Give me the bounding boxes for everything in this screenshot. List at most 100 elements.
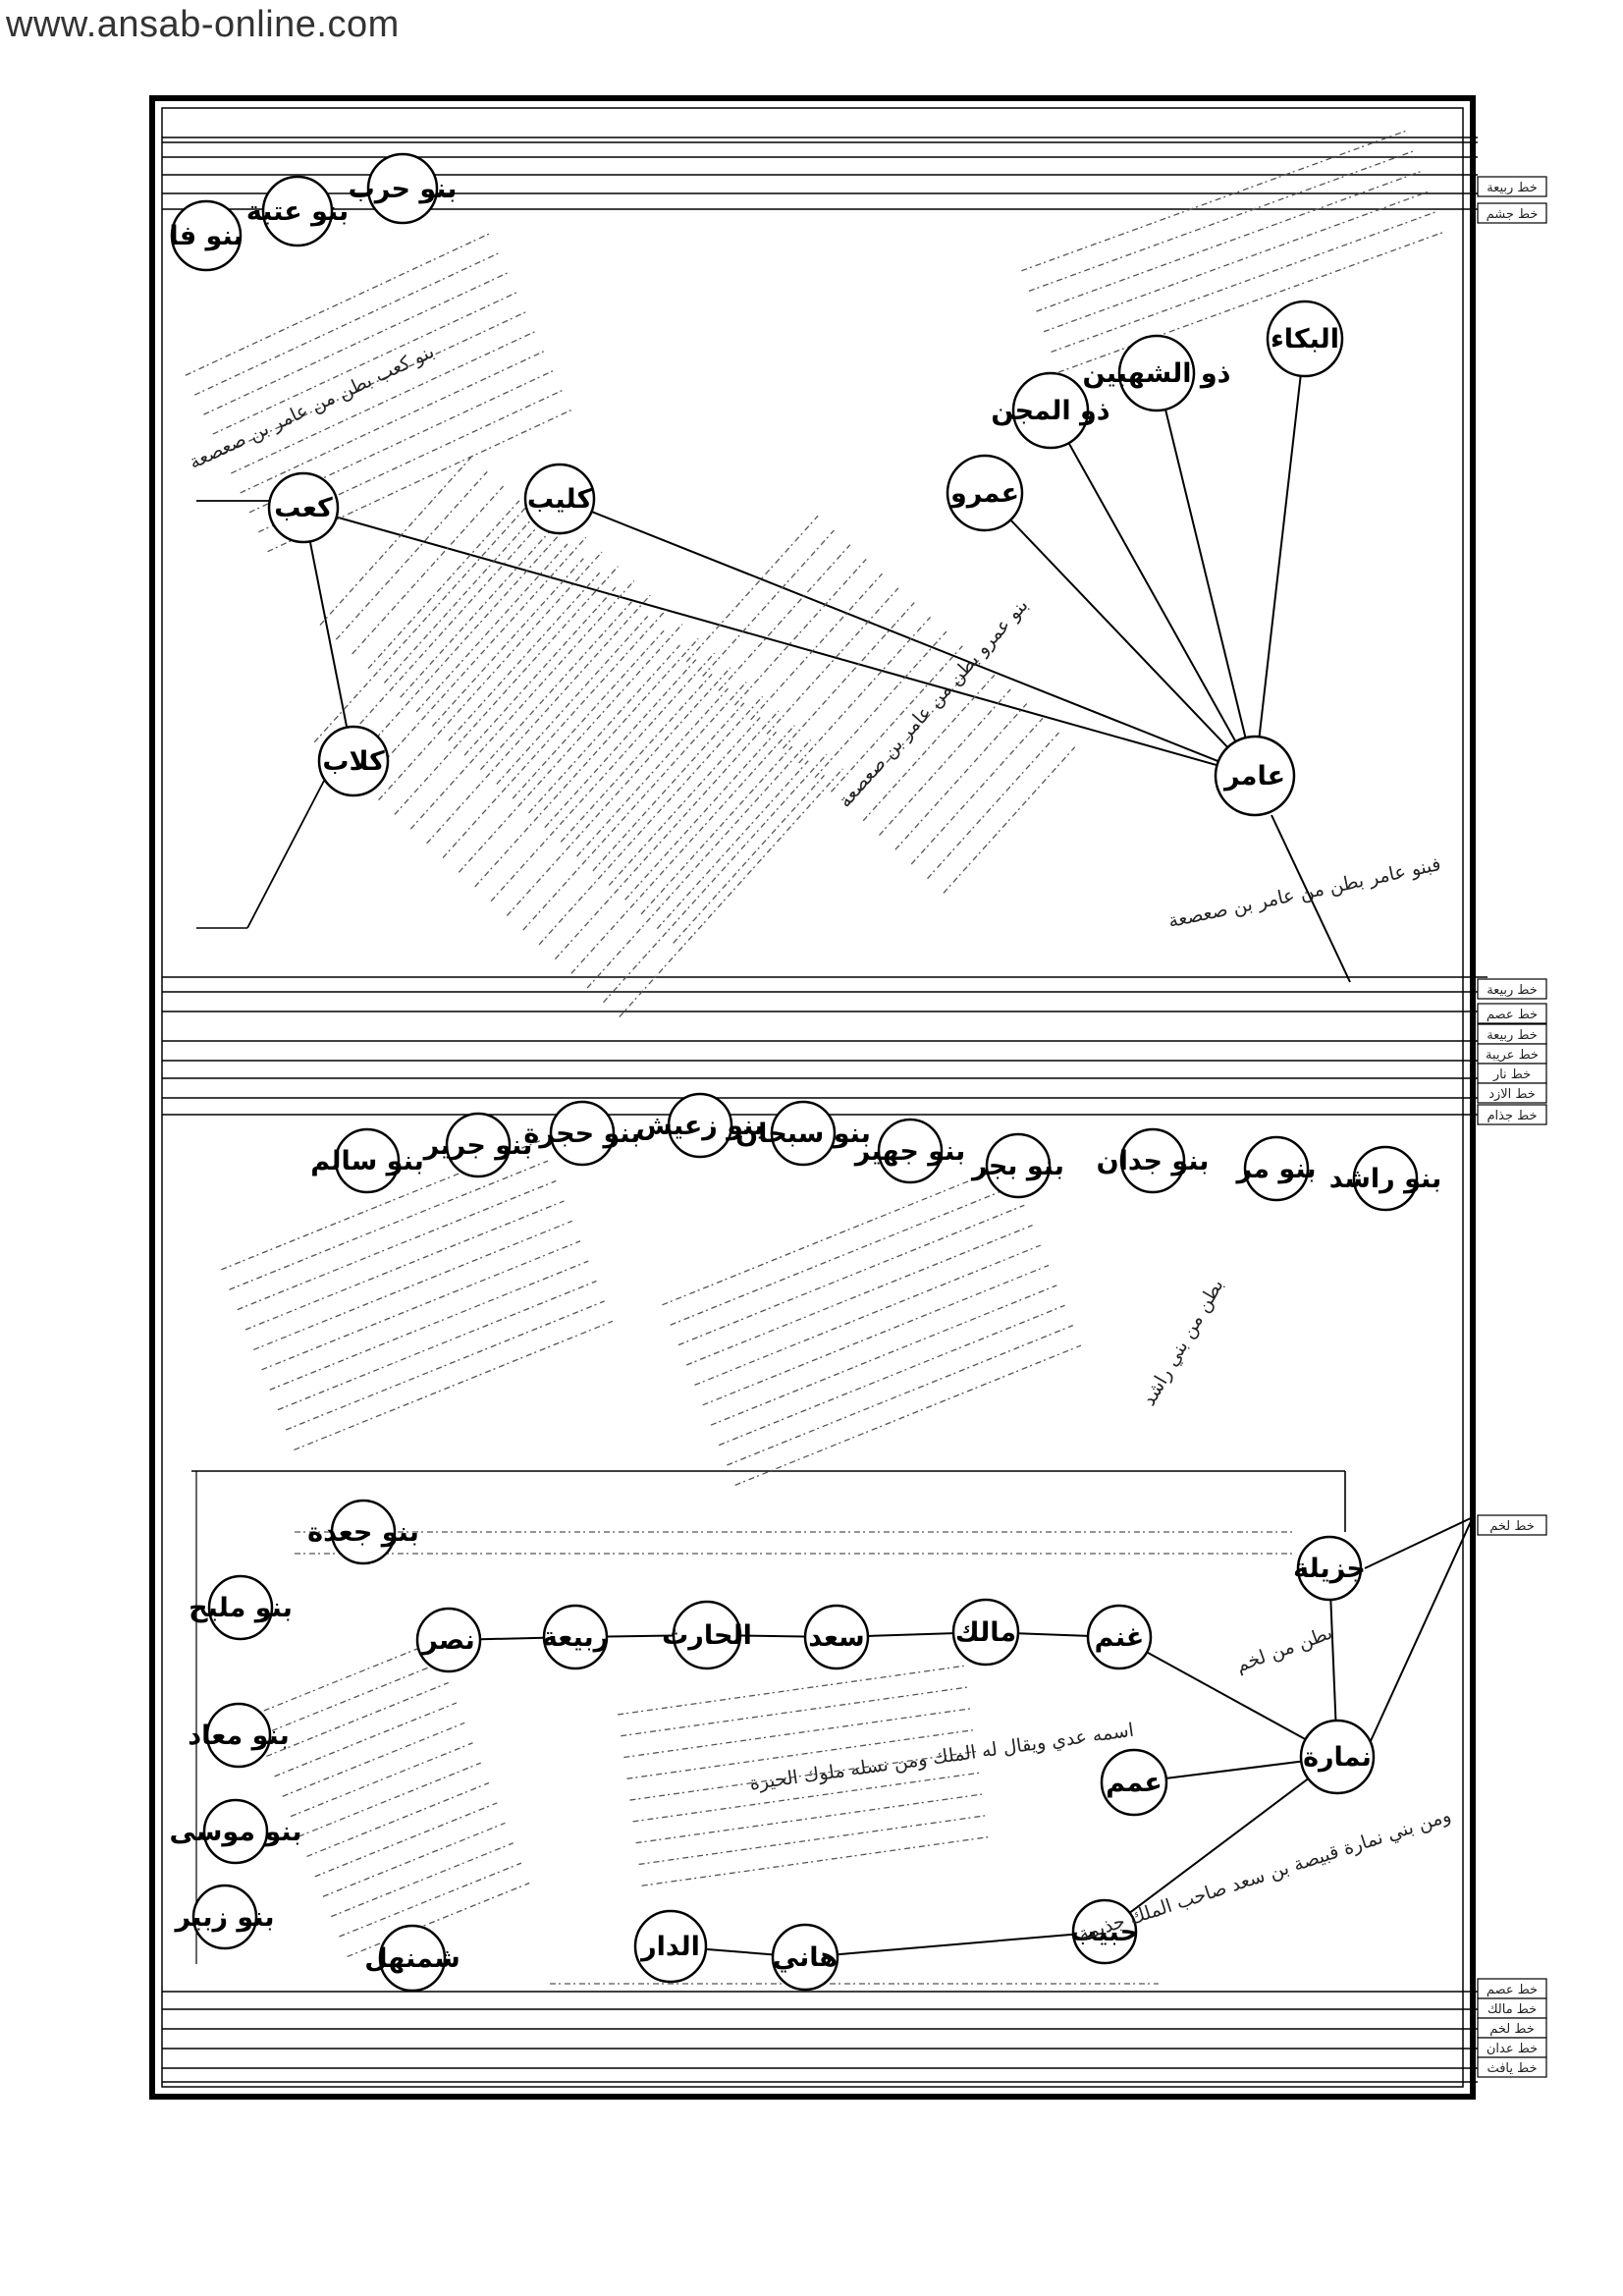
node-dhu-alshahbin: ذو الشهبين [1082, 334, 1231, 412]
side-label: خط عريبة [1486, 1048, 1539, 1063]
node-kaab: كعب [267, 471, 340, 544]
side-tab [1477, 1082, 1547, 1104]
side-label: خط ربيعة [1487, 181, 1538, 195]
node-circle [946, 454, 1024, 532]
note-amm-note: اسمه عدي ويقال له الملك ومن نسله ملوك ال… [748, 1720, 1135, 1795]
node-amir: عامر [1214, 735, 1296, 817]
node-circle [985, 1132, 1052, 1199]
node-label: الحارث [662, 1620, 752, 1651]
node-label: بنو فا [169, 221, 243, 251]
edge-amir-trunk [1271, 814, 1351, 983]
node-label: البكاء [1271, 324, 1339, 355]
side-label: خط الازد [1488, 1087, 1536, 1102]
edge-dhu-alshahbin-amir [1164, 409, 1247, 738]
node-al-bakka: البكاء [1266, 300, 1344, 378]
side-label: خط جشم [1487, 207, 1539, 222]
node-banu-muad: بنو معاد [188, 1702, 290, 1769]
node-hani: هاني [771, 1923, 839, 1992]
node-label: بنو عتبة [246, 196, 349, 227]
node-banu-utba: بنو عتبة [246, 175, 349, 247]
node-circle [1100, 1748, 1168, 1817]
side-tab [1477, 978, 1547, 1000]
node-label: بنو معاد [188, 1721, 289, 1751]
node-banu-juhayr: بنو جهير [853, 1118, 965, 1184]
edge-kilab-kaab [308, 541, 349, 728]
node-shamanhal: شمنهل [364, 1924, 460, 1993]
node-circle [205, 1702, 272, 1769]
node-label: نمارة [1303, 1742, 1372, 1773]
node-banu-musa: بنو موسى [170, 1798, 302, 1865]
node-label: الدار [639, 1932, 700, 1962]
edge-ghanm-malik [1017, 1632, 1089, 1637]
node-label: بنو زعيش [636, 1111, 765, 1141]
edge-juzayla-trunk [1364, 1516, 1474, 1569]
node-label: بنو زبير [174, 1902, 275, 1933]
node-circle [202, 1798, 269, 1865]
node-banu-jadan: بنو جدان [1097, 1127, 1210, 1194]
node-circle [330, 1499, 397, 1565]
node-banu-subhan: بنو سبحان [735, 1100, 871, 1167]
edge-amr-amir [1009, 519, 1229, 748]
node-circle [1296, 1535, 1363, 1602]
edge-al-harith-rabia [606, 1634, 675, 1638]
edge-amm-numara [1165, 1760, 1302, 1779]
node-circle [771, 1923, 839, 1992]
node-circle [803, 1604, 870, 1670]
node-label: بنو حجرة [523, 1119, 640, 1149]
node-circle [542, 1604, 609, 1670]
node-circle [378, 1924, 447, 1993]
node-banu-jarir: بنو جرير [422, 1112, 532, 1178]
node-label: بنو موسى [170, 1817, 302, 1847]
node-label: سعد [808, 1622, 864, 1653]
side-tab [1477, 202, 1547, 224]
node-circle [1266, 300, 1344, 378]
node-circle [1071, 1898, 1138, 1965]
side-label: خط لخم [1489, 2022, 1535, 2037]
node-rabia: ربيعة [542, 1604, 609, 1670]
node-circle [445, 1112, 512, 1178]
node-banu-jada: بنو جعدة [307, 1499, 419, 1565]
side-tab [1477, 176, 1547, 197]
node-label: ربيعة [542, 1622, 609, 1653]
node-label: غنم [1095, 1622, 1145, 1653]
node-circle [877, 1118, 944, 1184]
side-tab [1477, 2056, 1547, 2078]
edge-kilab-trunk [246, 780, 325, 929]
side-label: خط عدان [1487, 2042, 1538, 2056]
node-label: بنو حرب [349, 174, 458, 204]
watermark: www.ansab-online.com [6, 4, 400, 45]
side-label: خط ربيعة [1487, 1028, 1538, 1043]
node-circle [207, 1574, 274, 1641]
node-circle [1299, 1719, 1376, 1795]
node-kilab: كلاب [317, 725, 390, 797]
edge-saad-al-harith [739, 1634, 806, 1638]
edge-habib-hani [837, 1933, 1074, 1956]
node-circle [667, 1092, 733, 1159]
node-banu-rashid: بنو راشد [1329, 1145, 1441, 1212]
annotation-strokes [185, 129, 1446, 1985]
node-label: بنو مليح [189, 1593, 293, 1623]
node-circle [261, 175, 334, 247]
node-label: جزيلة [1293, 1554, 1366, 1584]
edge-kaab-amir [336, 516, 1217, 767]
node-label: عامر [1222, 761, 1285, 792]
side-tab [1477, 1104, 1547, 1125]
node-malik: مالك [951, 1598, 1020, 1667]
note-amr-note: بنو عمرو بطن من عامر بن صعصعة [834, 594, 1032, 811]
node-label: عمم [1106, 1768, 1163, 1798]
node-numara: نمارة [1299, 1719, 1376, 1795]
node-dhu-almajn: ذو المجن [991, 371, 1110, 450]
node-nasr: نصر [415, 1607, 482, 1673]
edge-malik-saad [867, 1632, 954, 1637]
node-label: كعب [274, 493, 333, 523]
node-label: بنو جدان [1097, 1146, 1210, 1176]
node-circle [1086, 1604, 1153, 1670]
note-juzayla-note: بطن من لخم [1233, 1621, 1335, 1676]
node-circle [267, 471, 340, 544]
node-circle [672, 1600, 742, 1670]
node-banu-zubayr: بنو زبير [174, 1884, 275, 1950]
node-juzayla: جزيلة [1293, 1535, 1366, 1602]
node-label: بنو راشد [1329, 1164, 1441, 1194]
frame [149, 95, 1488, 2100]
